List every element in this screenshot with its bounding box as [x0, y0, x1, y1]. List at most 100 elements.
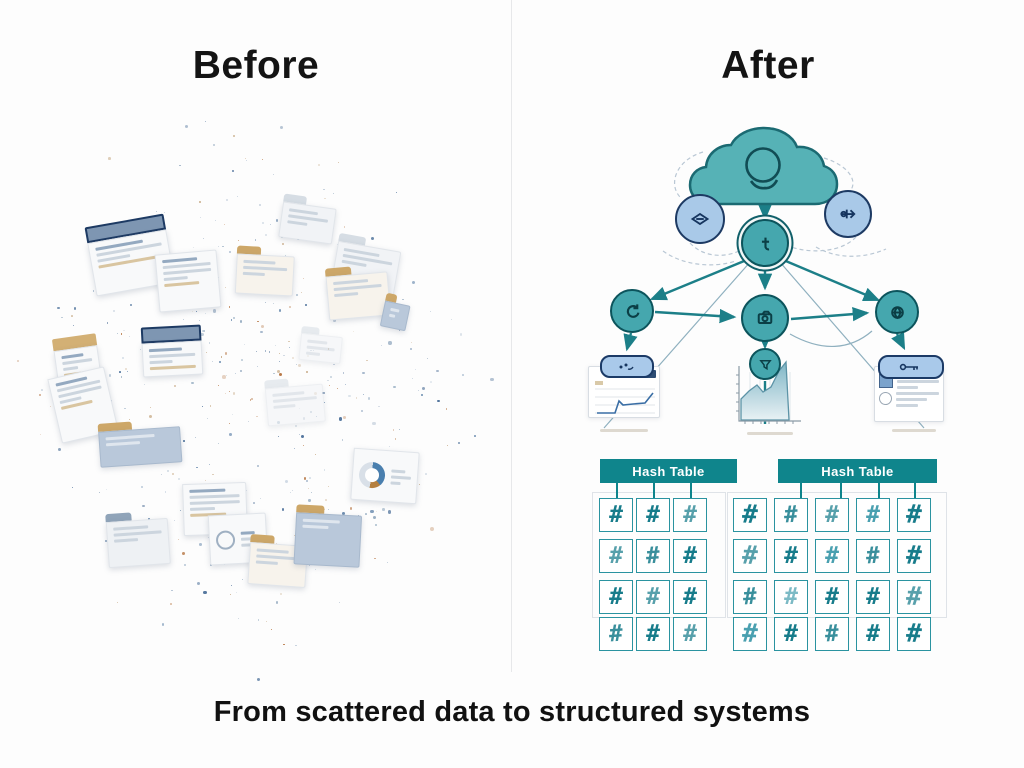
- process-right-node: [875, 290, 919, 334]
- hash-cell: #: [733, 580, 767, 614]
- hash-cell: #: [774, 498, 808, 532]
- hash-cell: #: [897, 539, 931, 573]
- hash-cell: #: [636, 498, 670, 532]
- hash-glyph: #: [646, 620, 660, 647]
- hub-node: [741, 219, 789, 267]
- hash-glyph: #: [905, 540, 923, 571]
- key-icon: [761, 237, 769, 251]
- hash-cell: #: [774, 539, 808, 573]
- hash-glyph: #: [905, 581, 923, 612]
- tag-pill-right: [878, 355, 944, 379]
- hash-table-header-right: Hash Table: [778, 459, 937, 483]
- scatter-document: [278, 193, 338, 245]
- hash-cell: #: [636, 617, 670, 651]
- hash-glyph: #: [825, 583, 839, 610]
- hash-glyph: #: [609, 501, 623, 528]
- process-center-node: [741, 294, 789, 342]
- globe-icon: [890, 305, 904, 319]
- hash-cell: #: [897, 498, 931, 532]
- process-left-node: [610, 289, 654, 333]
- hash-cell: #: [815, 617, 849, 651]
- report-row: [879, 392, 939, 407]
- hash-table-header-left: Hash Table: [600, 459, 737, 483]
- hash-glyph: #: [683, 542, 697, 569]
- hash-cell: #: [897, 580, 931, 614]
- satellite-right-node: [824, 190, 872, 238]
- scatter-document: [264, 376, 326, 427]
- scatter-document: [350, 447, 420, 505]
- hash-cell: #: [815, 539, 849, 573]
- hash-cell: #: [599, 617, 633, 651]
- scatter-document: [97, 418, 183, 468]
- scatter-document: [379, 292, 413, 332]
- hash-cell: #: [733, 498, 767, 532]
- tag-pill-left: [600, 355, 654, 378]
- output-caption: [600, 429, 648, 432]
- branch-icon: [840, 209, 856, 219]
- hash-glyph: #: [905, 499, 923, 530]
- hash-glyph: #: [784, 583, 798, 610]
- hash-cell: #: [733, 539, 767, 573]
- bottom-caption: From scattered data to structured system…: [213, 696, 811, 728]
- hash-stem: [690, 483, 692, 498]
- hash-stem: [878, 483, 880, 498]
- hash-cell: #: [815, 498, 849, 532]
- hash-glyph: #: [825, 501, 839, 528]
- hash-cell: #: [599, 539, 633, 573]
- scatter-document: [324, 263, 392, 321]
- hash-glyph: #: [741, 499, 759, 530]
- filter-small-node: [749, 348, 781, 380]
- hash-cell: #: [599, 498, 633, 532]
- hash-cell: #: [673, 539, 707, 573]
- hash-cell: #: [774, 617, 808, 651]
- hash-glyph: #: [683, 620, 697, 647]
- scatter-document: [293, 504, 363, 568]
- hash-cell: #: [856, 498, 890, 532]
- hash-stem: [653, 483, 655, 498]
- scatter-document: [105, 510, 171, 569]
- hash-glyph: #: [742, 583, 758, 610]
- panel-divider: [511, 0, 512, 672]
- book-diamond-icon: [690, 212, 710, 226]
- hash-glyph: #: [683, 501, 697, 528]
- hash-glyph: #: [608, 620, 624, 647]
- hash-glyph: #: [683, 583, 697, 610]
- small-key-icon: [899, 363, 918, 371]
- bullet-circle: [879, 392, 892, 405]
- dots-arrow-icon: [619, 363, 634, 370]
- refresh-icon: [626, 303, 639, 318]
- satellite-left-node: [675, 194, 725, 244]
- hash-stem: [914, 483, 916, 498]
- hash-glyph: #: [646, 501, 660, 528]
- hash-cell: #: [733, 617, 767, 651]
- hash-cell: #: [636, 580, 670, 614]
- hash-glyph: #: [866, 501, 880, 528]
- hash-glyph: #: [824, 620, 840, 647]
- hash-cell: #: [856, 580, 890, 614]
- mini-line-chart: [595, 381, 655, 414]
- hash-cell: #: [897, 617, 931, 651]
- hash-glyph: #: [825, 542, 839, 569]
- hash-glyph: #: [645, 542, 661, 569]
- output-caption: [747, 432, 793, 435]
- hash-cell: #: [673, 580, 707, 614]
- hash-cell: #: [636, 539, 670, 573]
- hash-glyph: #: [783, 501, 799, 528]
- hash-glyph: #: [784, 620, 798, 647]
- output-caption: [892, 429, 936, 432]
- hash-glyph: #: [609, 542, 623, 569]
- before-title: Before: [192, 44, 320, 87]
- hash-glyph: #: [646, 583, 660, 610]
- funnel-icon: [758, 359, 772, 370]
- after-title: After: [721, 44, 815, 87]
- hash-glyph: #: [866, 620, 880, 647]
- hash-stem: [800, 483, 802, 498]
- hash-glyph: #: [784, 542, 798, 569]
- capture-icon: [757, 310, 773, 324]
- hash-cell: #: [673, 617, 707, 651]
- scatter-document: [234, 245, 295, 297]
- hash-glyph: #: [905, 618, 923, 649]
- hash-cell: #: [673, 498, 707, 532]
